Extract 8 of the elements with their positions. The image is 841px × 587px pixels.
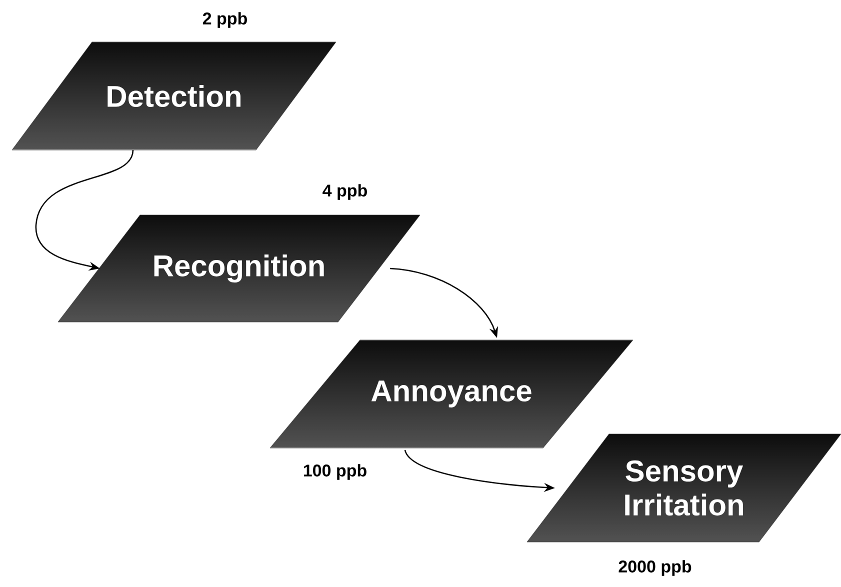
- concentration-label: 2 ppb: [202, 12, 247, 28]
- parallelogram-box: Detection: [12, 42, 336, 150]
- parallelogram-box: Annoyance: [270, 340, 634, 448]
- parallelogram-box: Sensory Irritation: [526, 434, 841, 542]
- concentration-label: 4 ppb: [322, 184, 367, 200]
- concentration-label: 2000 ppb: [618, 560, 692, 576]
- concentration-label: 100 ppb: [304, 464, 366, 480]
- parallelogram-box: Recognition: [58, 214, 420, 322]
